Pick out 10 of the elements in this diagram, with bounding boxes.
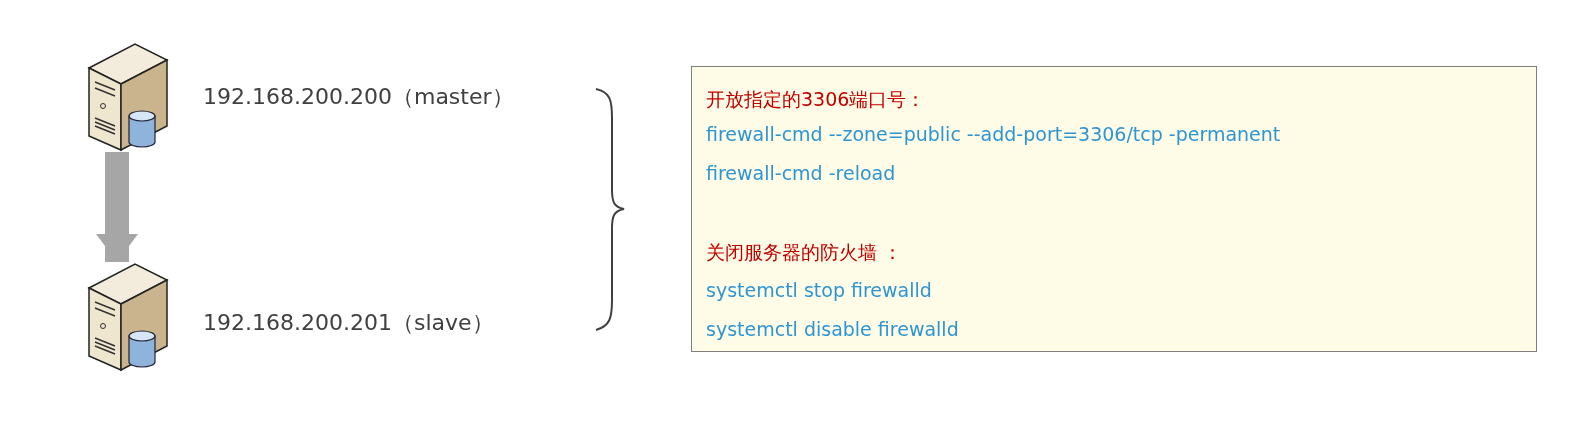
command-line: firewall-cmd --zone=public --add-port=3306/tcp -permanent — [706, 123, 1281, 145]
command-line: systemctl stop firewalld — [706, 279, 932, 301]
ip-address-label: 192.168.200.200（master） — [203, 83, 514, 111]
section-heading: 关闭服务器的防火墙 ： — [706, 240, 903, 265]
ip-address-label: 192.168.200.201（slave） — [203, 309, 494, 337]
section-heading: 开放指定的3306端口号： — [706, 87, 926, 112]
arrow — [96, 152, 138, 262]
command-line: firewall-cmd -reload — [706, 162, 896, 184]
command-note-box — [691, 66, 1537, 352]
command-line: systemctl disable firewalld — [706, 318, 959, 340]
